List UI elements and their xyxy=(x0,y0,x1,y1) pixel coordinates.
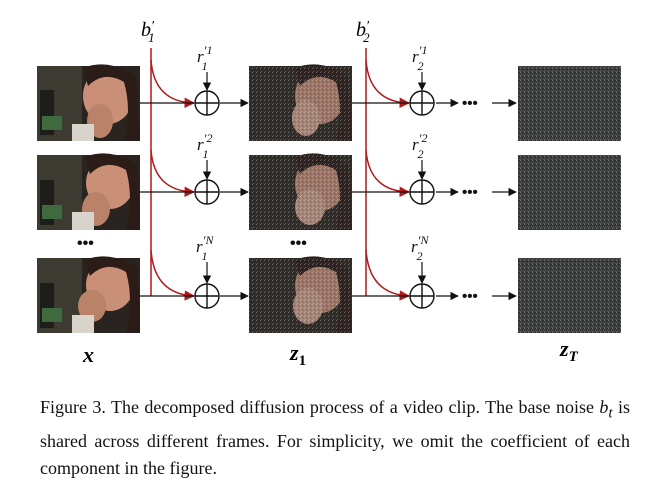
frame-z1-1 xyxy=(249,64,352,141)
row-ellipsis: ••• xyxy=(462,288,478,305)
frame-x-1 xyxy=(37,64,140,141)
diffusion-diagram: ••• ••• ••• ••• ••• b′1 b′2 r′11 r′21 r′… xyxy=(37,19,621,369)
residual-arrows xyxy=(202,72,427,284)
frame-zT-2 xyxy=(518,155,621,230)
label-zT: zT xyxy=(559,336,579,365)
sum-node-icon xyxy=(409,283,435,309)
base-noise-arrows-stage1 xyxy=(150,48,196,301)
label-z1: z1 xyxy=(289,340,306,369)
sum-node-icon xyxy=(194,179,220,205)
sum-node-icon xyxy=(409,90,435,116)
frame-z1-3 xyxy=(249,256,352,333)
frame-ellipsis: ••• xyxy=(77,235,94,252)
frame-ellipsis: ••• xyxy=(290,235,307,252)
frame-zT-1 xyxy=(518,66,621,141)
sum-node-icon xyxy=(194,90,220,116)
label-x: x xyxy=(82,342,94,367)
sum-nodes xyxy=(194,90,435,309)
figure-caption: Figure 3. The decomposed diffusion proce… xyxy=(40,397,630,478)
sum-node-icon xyxy=(194,283,220,309)
row-ellipsis: ••• xyxy=(462,184,478,201)
base-noise-arrows-stage2 xyxy=(365,48,411,301)
sum-node-icon xyxy=(409,179,435,205)
frame-x-3 xyxy=(37,256,140,333)
frame-x-2 xyxy=(37,153,140,230)
row-ellipsis: ••• xyxy=(462,95,478,112)
frame-z1-2 xyxy=(249,153,352,230)
flow-arrows xyxy=(140,98,517,301)
label-b1: b′1 xyxy=(141,19,155,45)
frame-zT-3 xyxy=(518,258,621,333)
label-b2: b′2 xyxy=(356,19,370,45)
